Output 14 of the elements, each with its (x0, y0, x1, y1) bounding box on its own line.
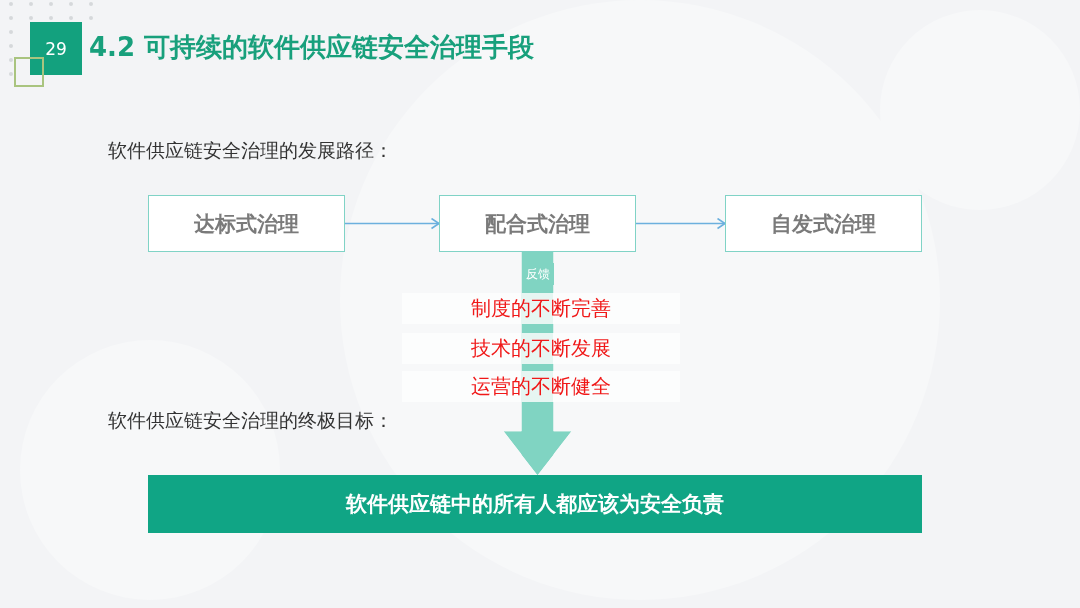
block-arrow (503, 402, 572, 475)
page-number: 29 (30, 22, 82, 75)
arrow (635, 217, 726, 230)
text-band: 技术的不断发展 (402, 333, 680, 364)
section-heading: 软件供应链安全治理的发展路径： (108, 139, 393, 162)
section-heading: 软件供应链安全治理的终极目标： (108, 409, 393, 432)
stage-box: 自发式治理 (725, 195, 922, 252)
text-band: 制度的不断完善 (402, 293, 680, 324)
stage-box: 配合式治理 (439, 195, 636, 252)
text-band: 运营的不断健全 (402, 371, 680, 402)
arrow (344, 217, 440, 230)
stage-box: 达标式治理 (148, 195, 345, 252)
goal-banner: 软件供应链中的所有人都应该为安全负责 (148, 475, 922, 533)
slide-title: 4.2 可持续的软件供应链安全治理手段 (89, 32, 535, 63)
